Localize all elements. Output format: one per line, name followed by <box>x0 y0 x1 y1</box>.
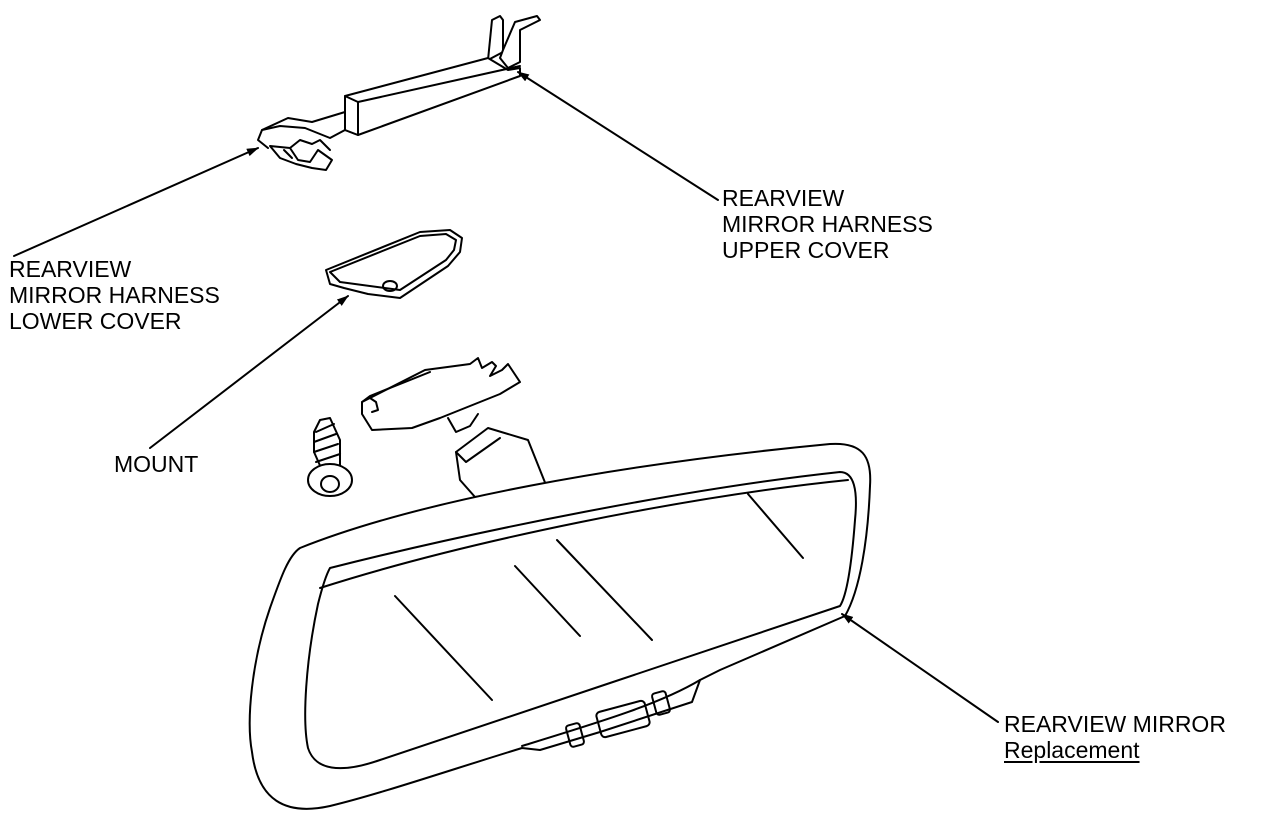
label-upper-cover-line: UPPER COVER <box>722 237 890 263</box>
label-lower-cover-line: MIRROR HARNESS <box>9 282 220 308</box>
label-mirror-title: REARVIEW MIRROR <box>1004 711 1226 737</box>
label-upper-cover: REARVIEW MIRROR HARNESS UPPER COVER <box>722 185 933 263</box>
harness-upper-cover-part <box>258 16 540 170</box>
leader-mirror <box>842 614 998 722</box>
leader-mount <box>150 296 348 448</box>
rearview-mirror-part <box>250 444 870 809</box>
replacement-link[interactable]: Replacement <box>1004 737 1140 763</box>
label-rearview-mirror: REARVIEW MIRROR Replacement <box>1004 711 1226 763</box>
label-mount: MOUNT <box>114 451 199 477</box>
label-upper-cover-line: REARVIEW <box>722 185 845 211</box>
leader-lower-cover <box>14 148 258 256</box>
label-lower-cover-line: REARVIEW <box>9 256 132 282</box>
screw-part <box>308 418 352 496</box>
label-lower-cover: REARVIEW MIRROR HARNESS LOWER COVER <box>9 256 220 334</box>
harness-lower-cover-part <box>326 230 462 298</box>
leader-upper-cover <box>518 72 718 200</box>
mirror-stem-part <box>456 428 548 497</box>
label-lower-cover-line: LOWER COVER <box>9 308 182 334</box>
mirror-mount-part <box>362 358 520 432</box>
label-upper-cover-line: MIRROR HARNESS <box>722 211 933 237</box>
